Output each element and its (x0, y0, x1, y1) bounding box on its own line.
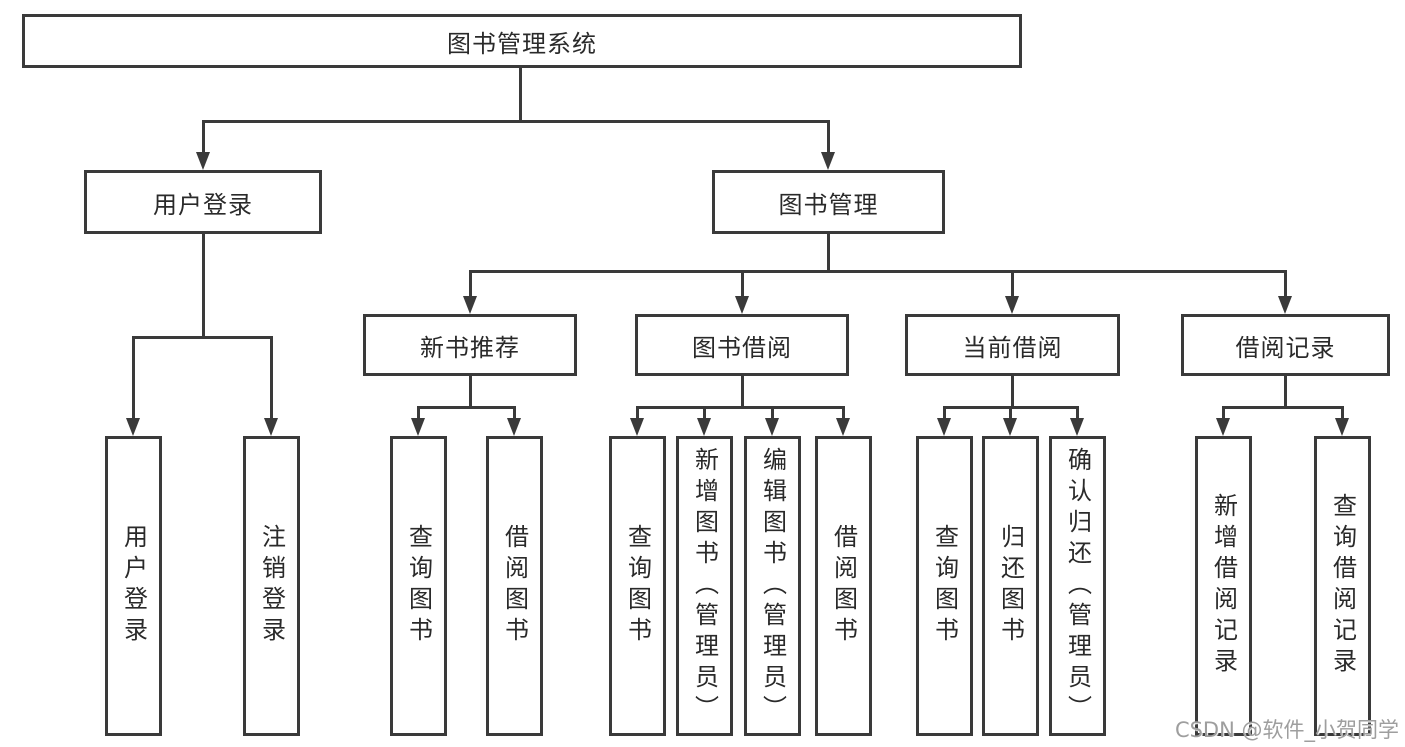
node-label: 图书管理系统 (447, 29, 597, 58)
arrow-down-icon (463, 296, 477, 314)
connector-bar (131, 336, 273, 339)
node-leaf-query-books-cb: 查询图书 (916, 436, 973, 736)
connector-stem (1008, 406, 1012, 420)
connector-bar (1221, 406, 1344, 409)
connector-stem (635, 406, 639, 420)
node-label: 借阅图书 (500, 524, 529, 648)
connector-stem (740, 270, 744, 298)
connector-stem (131, 336, 135, 420)
node-label: 当前借阅 (962, 333, 1063, 362)
connector-stem (201, 120, 205, 154)
node-label: 新增图书（管理员） (690, 446, 719, 726)
node-book-borrowing: 图书借阅 (635, 314, 849, 376)
connector-trunk (1010, 376, 1014, 409)
arrow-down-icon (507, 418, 521, 436)
connector-trunk (468, 376, 472, 409)
connector-stem (1075, 406, 1079, 420)
connector-stem (770, 406, 774, 420)
node-label: 图书借阅 (692, 333, 792, 362)
node-leaf-edit-books-admin: 编辑图书（管理员） (744, 436, 801, 736)
arrow-down-icon (735, 296, 749, 314)
connector-stem (841, 406, 845, 420)
node-label: 新增借阅记录 (1209, 493, 1238, 679)
node-label: 借阅图书 (829, 524, 858, 648)
connector-bar (201, 120, 830, 123)
arrow-down-icon (1278, 296, 1292, 314)
node-leaf-user-login: 用户登录 (105, 436, 162, 736)
node-label: 查询图书 (404, 524, 433, 648)
node-label: 新书推荐 (420, 333, 520, 362)
arrow-down-icon (937, 418, 951, 436)
arrow-down-icon (697, 418, 711, 436)
node-label: 用户登录 (119, 524, 148, 648)
connector-trunk (518, 68, 522, 123)
connector-stem (942, 406, 946, 420)
csdn-watermark: CSDN @软件_小贺同学 (1174, 718, 1399, 742)
node-label: 编辑图书（管理员） (758, 446, 787, 726)
connector-stem (468, 270, 472, 298)
node-borrowing-records: 借阅记录 (1181, 314, 1390, 376)
node-current-borrowing: 当前借阅 (905, 314, 1120, 376)
connector-stem (1340, 406, 1344, 420)
node-label: 借阅记录 (1235, 333, 1336, 362)
arrow-down-icon (1005, 296, 1019, 314)
arrow-down-icon (1070, 418, 1084, 436)
node-leaf-add-borrow-record: 新增借阅记录 (1195, 436, 1252, 736)
node-leaf-borrow-books-bb: 借阅图书 (815, 436, 872, 736)
node-leaf-query-books-bb: 查询图书 (609, 436, 666, 736)
connector-trunk (1283, 376, 1287, 409)
connector-stem (416, 406, 420, 420)
connector-bar (468, 270, 1287, 273)
node-leaf-query-borrow-record: 查询借阅记录 (1314, 436, 1371, 736)
node-label: 归还图书 (996, 524, 1025, 648)
node-leaf-add-books-admin: 新增图书（管理员） (676, 436, 733, 736)
node-new-book-recommend: 新书推荐 (363, 314, 577, 376)
connector-trunk (740, 376, 744, 409)
node-label: 注销登录 (257, 524, 286, 648)
connector-bar (416, 406, 516, 409)
connector-stem (1283, 270, 1287, 298)
arrow-down-icon (1216, 418, 1230, 436)
connector-bar (635, 406, 845, 409)
arrow-down-icon (196, 152, 210, 170)
node-label: 确认归还（管理员） (1063, 446, 1092, 726)
arrow-down-icon (765, 418, 779, 436)
connector-trunk (201, 234, 205, 339)
node-user-login: 用户登录 (84, 170, 322, 234)
arrow-down-icon (821, 152, 835, 170)
arrow-down-icon (836, 418, 850, 436)
arrow-down-icon (264, 418, 278, 436)
connector-stem (512, 406, 516, 420)
node-label: 查询图书 (623, 524, 652, 648)
node-label: 用户登录 (153, 190, 253, 219)
arrow-down-icon (1335, 418, 1349, 436)
arrow-down-icon (630, 418, 644, 436)
connector-stem (1010, 270, 1014, 298)
arrow-down-icon (411, 418, 425, 436)
node-book-management: 图书管理 (712, 170, 945, 234)
node-leaf-return-books: 归还图书 (982, 436, 1039, 736)
node-library-management-system: 图书管理系统 (22, 14, 1022, 68)
connector-stem (702, 406, 706, 420)
connector-stem (269, 336, 273, 420)
connector-stem (826, 120, 830, 154)
node-label: 查询图书 (930, 524, 959, 648)
arrow-down-icon (126, 418, 140, 436)
node-leaf-logout: 注销登录 (243, 436, 300, 736)
node-leaf-confirm-return-admin: 确认归还（管理员） (1049, 436, 1106, 736)
node-label: 查询借阅记录 (1328, 493, 1357, 679)
node-label: 图书管理 (778, 190, 879, 219)
node-leaf-borrow-books-rec: 借阅图书 (486, 436, 543, 736)
node-leaf-query-books-rec: 查询图书 (390, 436, 447, 736)
connector-stem (1221, 406, 1225, 420)
connector-trunk (826, 234, 830, 273)
arrow-down-icon (1003, 418, 1017, 436)
